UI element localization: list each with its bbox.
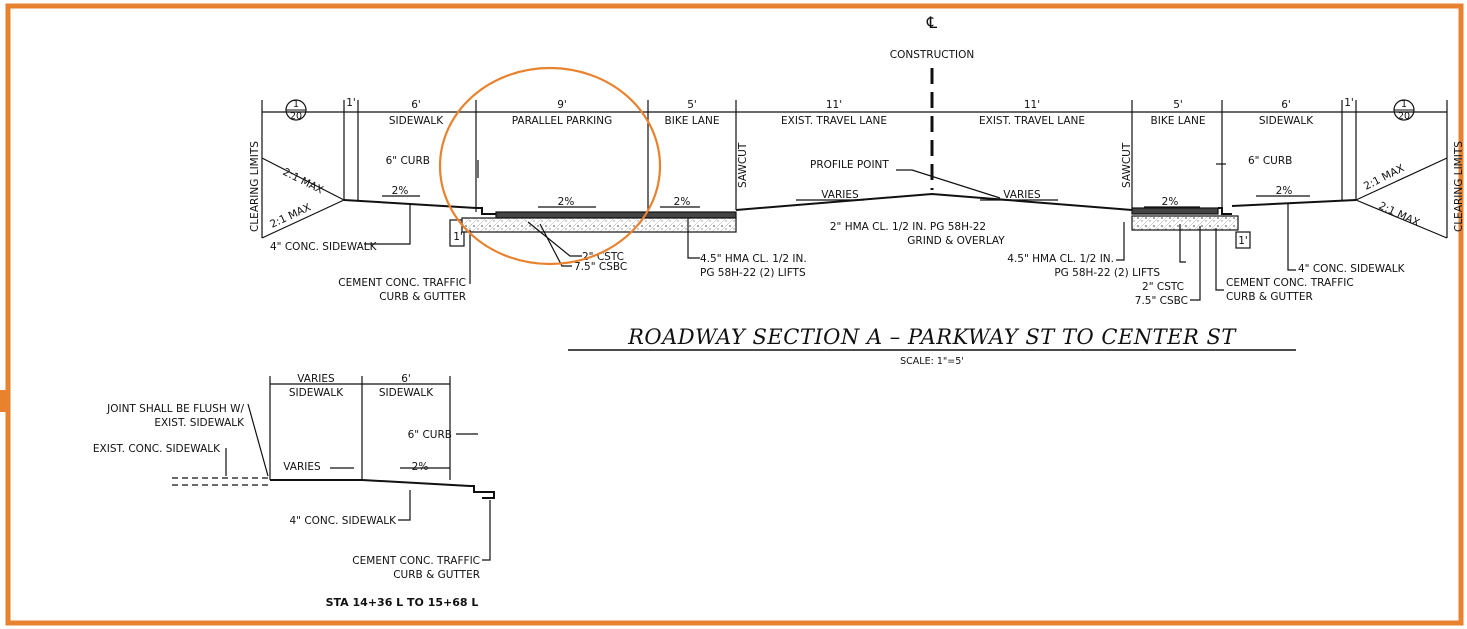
clearing-limits-left: CLEARING LIMITS xyxy=(249,141,261,232)
detail-curb-gutter-2: CURB & GUTTER xyxy=(393,569,480,581)
construction-label: CONSTRUCTION xyxy=(890,49,974,61)
detail-sidewalk-width: 6' xyxy=(401,373,411,385)
slope-max-right-1: 2:1 MAX xyxy=(1362,162,1406,193)
slope-2pct-5: 2% xyxy=(1276,185,1293,197)
slope-max-left-2: 2:1 MAX xyxy=(268,201,313,230)
clearing-limits-right: CLEARING LIMITS xyxy=(1453,141,1465,232)
conc-sidewalk-right: 4" CONC. SIDEWALK xyxy=(1298,263,1406,275)
curb-gutter-left-1: CEMENT CONC. TRAFFIC xyxy=(338,277,466,289)
sawcut-right: SAWCUT xyxy=(1121,142,1133,188)
parking-width: 9' xyxy=(557,99,567,111)
hma-lifts-left-1: 4.5" HMA CL. 1/2 IN. xyxy=(700,253,807,265)
sidewalk-detail xyxy=(172,376,495,561)
dim-1ft-left: 1' xyxy=(346,97,356,109)
detail-conc-sidewalk: 4" CONC. SIDEWALK xyxy=(289,515,397,527)
hma-lifts-left-2: PG 58H-22 (2) LIFTS xyxy=(700,267,806,279)
detail-sidewalk-label-1: SIDEWALK xyxy=(289,387,344,399)
sidewalk-width-right: 6' xyxy=(1281,99,1291,111)
varies-right: VARIES xyxy=(1003,189,1041,201)
joint-note-1: JOINT SHALL BE FLUSH W/ xyxy=(106,403,244,415)
hma-lifts-right-1: 4.5" HMA CL. 1/2 IN. xyxy=(1007,253,1114,265)
cstc-left: 2" CSTC xyxy=(582,251,624,263)
sidewalk-label-left: SIDEWALK xyxy=(389,115,444,127)
bike-label-left: BIKE LANE xyxy=(665,115,720,127)
travel-width-right: 11' xyxy=(1024,99,1040,111)
slope-symbol-right: 1 20 xyxy=(1393,99,1415,122)
curb-gutter-right-2: CURB & GUTTER xyxy=(1226,291,1313,303)
svg-text:1: 1 xyxy=(1401,99,1407,110)
sawcut-left: SAWCUT xyxy=(737,142,749,188)
dim-1ft-right: 1' xyxy=(1344,97,1354,109)
centerline-symbol: ℄ xyxy=(926,13,938,32)
detail-varies-width: VARIES xyxy=(297,373,335,385)
travel-label-right: EXIST. TRAVEL LANE xyxy=(979,115,1085,127)
slope-2pct-4: 2% xyxy=(1162,196,1179,208)
dim-1ft-curb-right: 1' xyxy=(1238,235,1248,247)
travel-width-left: 11' xyxy=(826,99,842,111)
slope-2pct-1: 2% xyxy=(392,185,409,197)
section-scale: SCALE: 1"=5' xyxy=(900,356,964,367)
detail-station: STA 14+36 L TO 15+68 L xyxy=(326,596,479,609)
slope-max-left-1: 2:1 MAX xyxy=(281,166,325,197)
frame-notch xyxy=(0,390,6,412)
sidewalk-width-left: 6' xyxy=(411,99,421,111)
bike-width-right: 5' xyxy=(1173,99,1183,111)
exist-sidewalk-label: EXIST. CONC. SIDEWALK xyxy=(93,443,221,455)
sidewalk-label-right: SIDEWALK xyxy=(1259,115,1314,127)
slope-max-right-2: 2:1 MAX xyxy=(1377,200,1422,229)
slope-2pct-3: 2% xyxy=(674,196,691,208)
curb-label-left: 6" CURB xyxy=(386,155,430,167)
svg-text:20: 20 xyxy=(290,111,302,122)
roadway-section xyxy=(261,68,1448,301)
sheet-frame xyxy=(5,3,1464,626)
hma-lifts-right-2: PG 58H-22 (2) LIFTS xyxy=(1054,267,1160,279)
hma-overlay-2: GRIND & OVERLAY xyxy=(907,235,1005,247)
hma-overlay-1: 2" HMA CL. 1/2 IN. PG 58H-22 xyxy=(830,221,986,233)
curb-gutter-right-1: CEMENT CONC. TRAFFIC xyxy=(1226,277,1354,289)
svg-text:20: 20 xyxy=(1398,111,1410,122)
bike-width-left: 5' xyxy=(687,99,697,111)
joint-note-2: EXIST. SIDEWALK xyxy=(154,417,245,429)
detail-2pct: 2% xyxy=(412,461,429,473)
detail-sidewalk-label-2: SIDEWALK xyxy=(379,387,434,399)
travel-label-left: EXIST. TRAVEL LANE xyxy=(781,115,887,127)
dim-1ft-curb-left: 1' xyxy=(453,231,463,243)
cstc-right: 2" CSTC xyxy=(1142,281,1184,293)
bike-label-right: BIKE LANE xyxy=(1151,115,1206,127)
profile-point-label: PROFILE POINT xyxy=(810,159,889,171)
conc-sidewalk-left: 4" CONC. SIDEWALK xyxy=(270,241,378,253)
curb-gutter-left-2: CURB & GUTTER xyxy=(379,291,466,303)
detail-curb-gutter-1: CEMENT CONC. TRAFFIC xyxy=(352,555,480,567)
parking-highlight-circle xyxy=(438,66,662,266)
svg-text:1: 1 xyxy=(293,99,299,110)
csbc-left: 7.5" CSBC xyxy=(574,261,627,273)
varies-left: VARIES xyxy=(821,189,859,201)
curb-label-right: 6" CURB xyxy=(1248,155,1292,167)
detail-varies-slope: VARIES xyxy=(283,461,321,473)
parking-label: PARALLEL PARKING xyxy=(512,115,613,127)
csbc-right: 7.5" CSBC xyxy=(1135,295,1188,307)
detail-curb-label: 6" CURB xyxy=(408,429,452,441)
slope-symbol-left: 1 20 xyxy=(285,99,307,122)
slope-2pct-2: 2% xyxy=(558,196,575,208)
section-title: ROADWAY SECTION A – PARKWAY ST TO CENTER… xyxy=(627,325,1237,349)
